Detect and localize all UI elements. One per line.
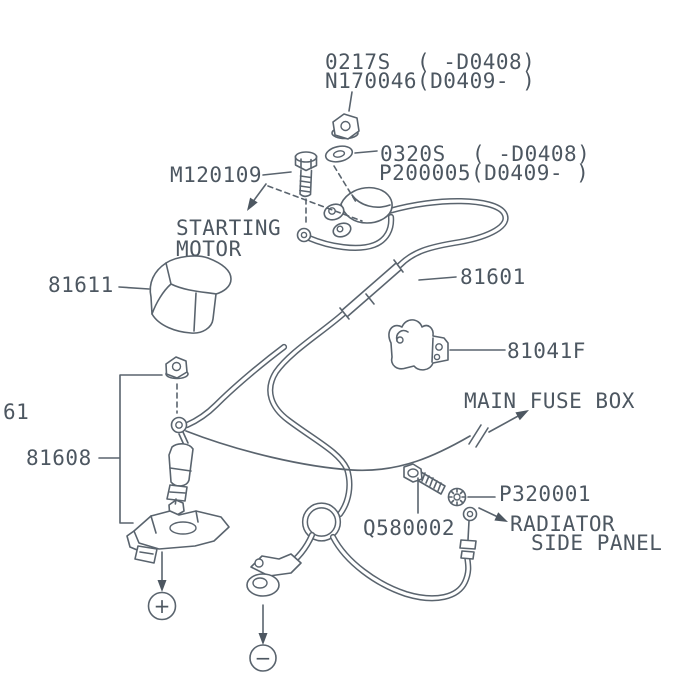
pointer-arrows (157, 183, 529, 645)
fusible-link-stack (166, 431, 194, 502)
cable-clamp-bracket-81041f (388, 319, 449, 371)
positive-arrowhead (157, 580, 167, 592)
label-81611: 81611 (48, 273, 114, 297)
callout-labels: STARTING MOTOR MAIN FUSE BOX RADIATOR SI… (176, 216, 662, 555)
label-n170046: N170046(D0409- ) (325, 69, 535, 93)
label-81601: 81601 (460, 265, 526, 289)
flange-nut-top (331, 113, 360, 140)
label-p320001: P320001 (499, 482, 591, 506)
starting-motor-arrowhead (247, 197, 258, 211)
label-partial-61: 61 (3, 400, 29, 424)
star-washer-p320001 (447, 487, 467, 507)
positive-sign: + (154, 594, 171, 618)
label-starting: STARTING (176, 216, 281, 240)
negative-terminal-clamp (246, 553, 302, 597)
label-motor: MOTOR (176, 237, 242, 261)
radiator-panel-arrowhead (494, 512, 508, 522)
part-number-labels: 0217S ( -D0408) N170046(D0409- ) 0320S (… (3, 50, 591, 540)
hex-bolt-m120109 (294, 151, 318, 198)
cable-sheath (340, 259, 403, 320)
negative-arrowhead (258, 633, 268, 645)
terminal-cover-81611 (149, 255, 232, 334)
negative-sign: − (255, 646, 272, 670)
positive-symbol: + (147, 591, 177, 621)
label-main-fuse-box: MAIN FUSE BOX (464, 389, 635, 413)
label-0320s: 0320S ( -D0408) (380, 142, 590, 166)
main-fuse-box-arrowhead (515, 410, 529, 421)
label-m120109: M120109 (170, 163, 262, 187)
negative-symbol: − (249, 644, 277, 672)
flange-nut-mid (165, 356, 189, 380)
label-81608: 81608 (26, 446, 92, 470)
label-side-panel: SIDE PANEL (531, 531, 662, 555)
label-81041f: 81041F (507, 339, 586, 363)
fuse-box-wire (185, 430, 471, 472)
hex-bolt-q580002 (403, 463, 446, 495)
ring-terminal-mid (170, 416, 188, 434)
positive-terminal-clamp (126, 499, 230, 564)
label-radiator: RADIATOR (510, 512, 615, 536)
flat-washer (324, 145, 354, 163)
ground-ring-terminal (459, 506, 478, 560)
wire-break-mark (468, 424, 489, 448)
assembly-dashed-lines (174, 165, 363, 508)
leader-lines (98, 91, 506, 524)
label-0217s: 0217S ( -D0408) (325, 50, 535, 74)
cable-runs (186, 201, 506, 598)
label-q580002: Q580002 (363, 516, 455, 540)
ring-terminal-pigtail (296, 227, 312, 243)
label-p200005: P200005(D0409- ) (379, 161, 589, 185)
starter-terminal-clamp (323, 186, 393, 238)
